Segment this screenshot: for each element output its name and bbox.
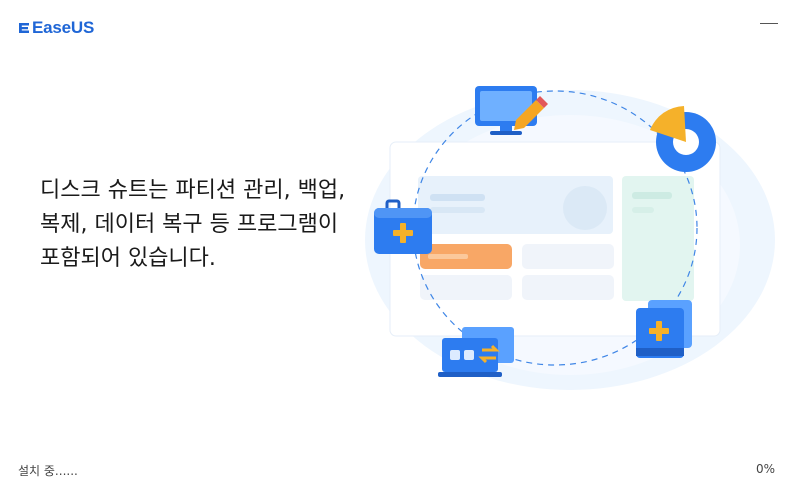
monitor-edit-icon (475, 86, 548, 135)
install-status: 설치 중...... (18, 464, 78, 478)
medkit-icon (374, 199, 432, 254)
easeus-logo-mark-icon (19, 23, 29, 33)
easeus-logo: EaseUS (17, 18, 94, 38)
pie-chart-icon (650, 106, 716, 172)
add-drive-icon (636, 300, 692, 358)
orbit-path (412, 90, 698, 366)
app-window-mock (389, 141, 721, 337)
product-illustration (365, 86, 775, 390)
feature-description: 디스크 슈트는 파티션 관리, 백업, 복제, 데이터 복구 등 프로그램이 포… (40, 178, 346, 271)
logo-text: EaseUS (32, 18, 95, 37)
minimize-icon (760, 23, 778, 24)
progress-percent: 0% (755, 462, 775, 476)
transfer-icon (438, 327, 514, 377)
minimize-button[interactable] (759, 16, 779, 30)
